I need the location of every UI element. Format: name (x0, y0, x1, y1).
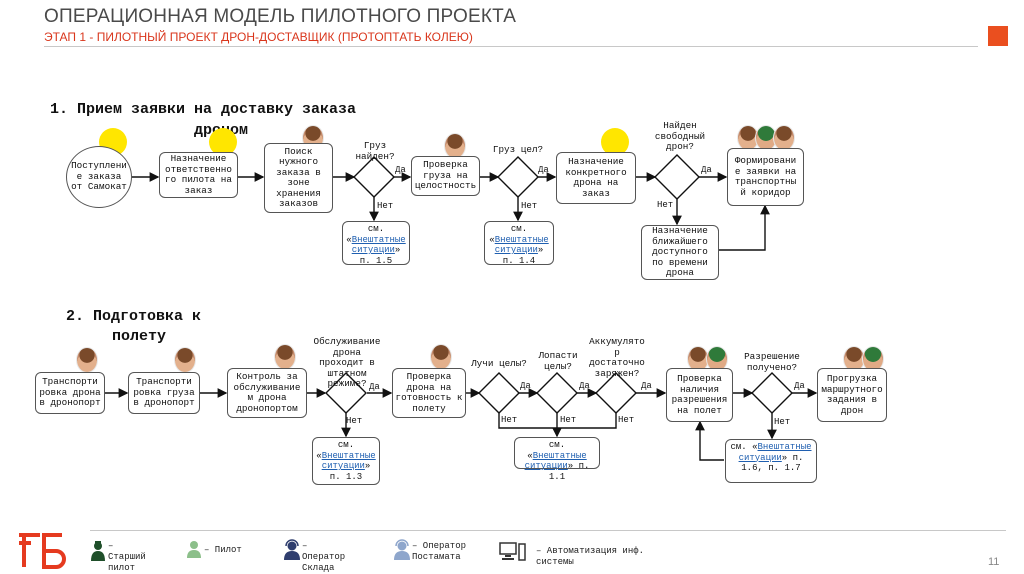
legend-postamat-operator: – Оператор Постамата (412, 541, 467, 562)
exception-reference: см. «Внештатные ситуации» п. 1.4 (484, 221, 554, 266)
legend-senior-pilot: – Старший пилот (108, 541, 146, 573)
decision-label: Лучи целы? (471, 358, 527, 369)
pilot-photo (174, 347, 196, 373)
no-label: Нет (774, 417, 791, 427)
computer-icon (499, 542, 526, 561)
company-logo-icon (19, 533, 66, 569)
connector (695, 420, 724, 461)
exception-reference: см. «Внештатные ситуации» п. 1.5 (342, 221, 410, 266)
drone-readiness-node: Проверка дрона на готовность к полету (392, 368, 466, 418)
transport-cargo-node: Транспорти ровка груза в дронопорт (128, 372, 200, 414)
decision-diamond (478, 372, 520, 414)
decision-label: Груз найден? (355, 140, 395, 162)
assign-drone-node: Назначение конкретного дрона на заказ (556, 152, 636, 204)
transport-drone-node: Транспорти ровка дрона в дронопорт (35, 372, 105, 414)
route-upload-node: Прогрузка маршрутного задания в дрон (817, 368, 887, 422)
decision-label: Разрешение получено? (744, 351, 800, 373)
no-label: Нет (346, 416, 363, 426)
page-title: ОПЕРАЦИОННАЯ МОДЕЛЬ ПИЛОТНОГО ПРОЕКТА (44, 6, 517, 27)
connector (719, 204, 770, 251)
yes-label: Да (579, 381, 590, 391)
find-order-node: Поиск нужного заказа в зоне хранения зак… (264, 143, 333, 213)
decision-diamond (497, 156, 539, 198)
yes-label: Да (395, 165, 406, 175)
section2-title-cont: полету (112, 328, 167, 345)
assign-pilot-node: Назначение ответственно го пилота на зак… (159, 152, 238, 198)
section1-title: 1. Прием заявки на доставку заказа (50, 101, 357, 118)
corridor-request-node: Формировани е заявки на транспортны й ко… (727, 148, 804, 206)
yes-label: Да (701, 165, 712, 175)
decision-diamond (654, 154, 700, 200)
decision-label: Аккумулято р достаточно заряжен? (589, 336, 645, 379)
decision-label: Обслуживание дрона проходит в штатном ре… (313, 336, 381, 389)
exceptions-link[interactable]: Внештатные ситуации (321, 450, 376, 472)
decision-diamond (751, 372, 793, 414)
exception-reference: см. «Внештатные ситуации» п. 1.1 (514, 437, 600, 482)
legend-pilot: – Пилот (204, 545, 242, 555)
yellow-marker (209, 128, 237, 156)
order-received-node: Поступлени е заказа от Самокат (66, 146, 132, 208)
pilot-icon (187, 541, 201, 558)
warehouse-operator-icon (284, 539, 300, 560)
exception-reference: см. «Внештатные ситуации» п. 1.6, п. 1.7 (725, 439, 817, 483)
legend-automation: – Автоматизация инф. системы (536, 546, 645, 567)
yes-label: Да (538, 165, 549, 175)
header-divider (44, 46, 978, 47)
decision-label: Лопасти целы? (538, 350, 578, 372)
no-label: Нет (377, 201, 394, 211)
decision-label: Найден свободный дрон? (654, 120, 706, 152)
senior-pilot-icon (91, 541, 105, 561)
decision-diamond (595, 372, 637, 414)
yes-label: Да (641, 381, 652, 391)
no-label: Нет (560, 415, 577, 425)
yes-label: Да (369, 382, 380, 392)
yellow-marker (601, 128, 629, 156)
no-label: Нет (657, 200, 674, 210)
yes-label: Да (794, 381, 805, 391)
exceptions-link[interactable]: Внештатные ситуации (738, 442, 812, 463)
yes-label: Да (520, 381, 531, 391)
legend-warehouse-operator: – Оператор Склада (302, 541, 346, 573)
pilot-photo (430, 344, 452, 370)
nearest-drone-node: Назначение ближайшего доступного по врем… (641, 225, 719, 280)
decision-diamond (353, 156, 395, 198)
flight-permission-node: Проверка наличия разрешения на полет (666, 368, 733, 422)
check-cargo-node: Проверка груза на целостность (411, 156, 480, 196)
pilot-photo (76, 347, 98, 373)
exceptions-link[interactable]: Внештатные ситуации (524, 450, 587, 472)
pilot-photo (274, 344, 296, 370)
section2-title: 2. Подготовка к (66, 308, 202, 325)
decision-label: Груз цел? (492, 144, 544, 155)
corner-accent-square (988, 26, 1008, 46)
no-label: Нет (501, 415, 518, 425)
exceptions-link[interactable]: Внештатные ситуации (494, 234, 549, 256)
decision-diamond (536, 372, 578, 414)
footer-divider (90, 530, 1006, 531)
postamat-operator-icon (394, 539, 410, 560)
page-subtitle: ЭТАП 1 - ПИЛОТНЫЙ ПРОЕКТ ДРОН-ДОСТАВЩИК … (44, 30, 473, 44)
exceptions-link[interactable]: Внештатные ситуации (351, 234, 406, 256)
no-label: Нет (618, 415, 635, 425)
maintenance-control-node: Контроль за обслуживание м дрона дронопо… (227, 368, 307, 418)
decision-diamond (325, 372, 367, 414)
exception-reference: см. «Внештатные ситуации» п. 1.3 (312, 437, 380, 485)
no-label: Нет (521, 201, 538, 211)
page-number: 11 (988, 556, 1000, 568)
